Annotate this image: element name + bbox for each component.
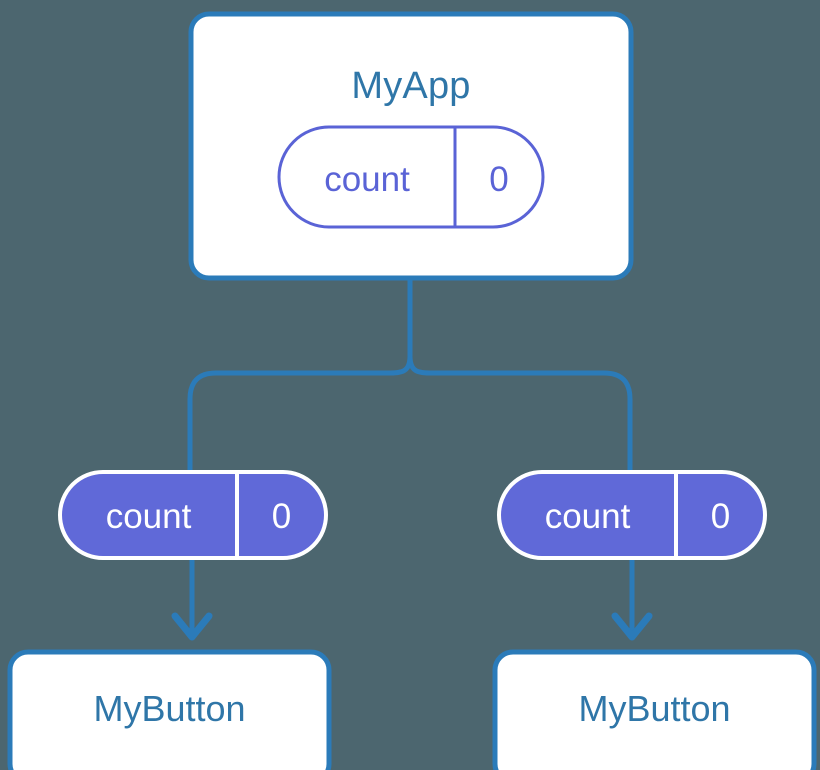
right-count-pill-shape — [497, 470, 767, 560]
connector-group — [171, 278, 653, 641]
node-root-count-pill[interactable] — [277, 125, 545, 229]
node-left-mybutton-box[interactable] — [7, 649, 332, 770]
node-right-count-pill[interactable] — [497, 470, 767, 560]
connector-split-to-left-pill — [187, 355, 413, 478]
arrowhead-left-down-icon — [171, 612, 213, 641]
arrowhead-right-down-icon — [611, 612, 653, 641]
node-right-mybutton-box[interactable] — [492, 649, 817, 770]
node-left-count-pill[interactable] — [58, 470, 328, 560]
left-mybutton-box-shape — [7, 649, 332, 770]
right-mybutton-box-shape — [492, 649, 817, 770]
connector-split-to-right-pill — [407, 355, 633, 478]
root-count-pill-shape — [277, 125, 545, 229]
left-count-pill-shape — [58, 470, 328, 560]
